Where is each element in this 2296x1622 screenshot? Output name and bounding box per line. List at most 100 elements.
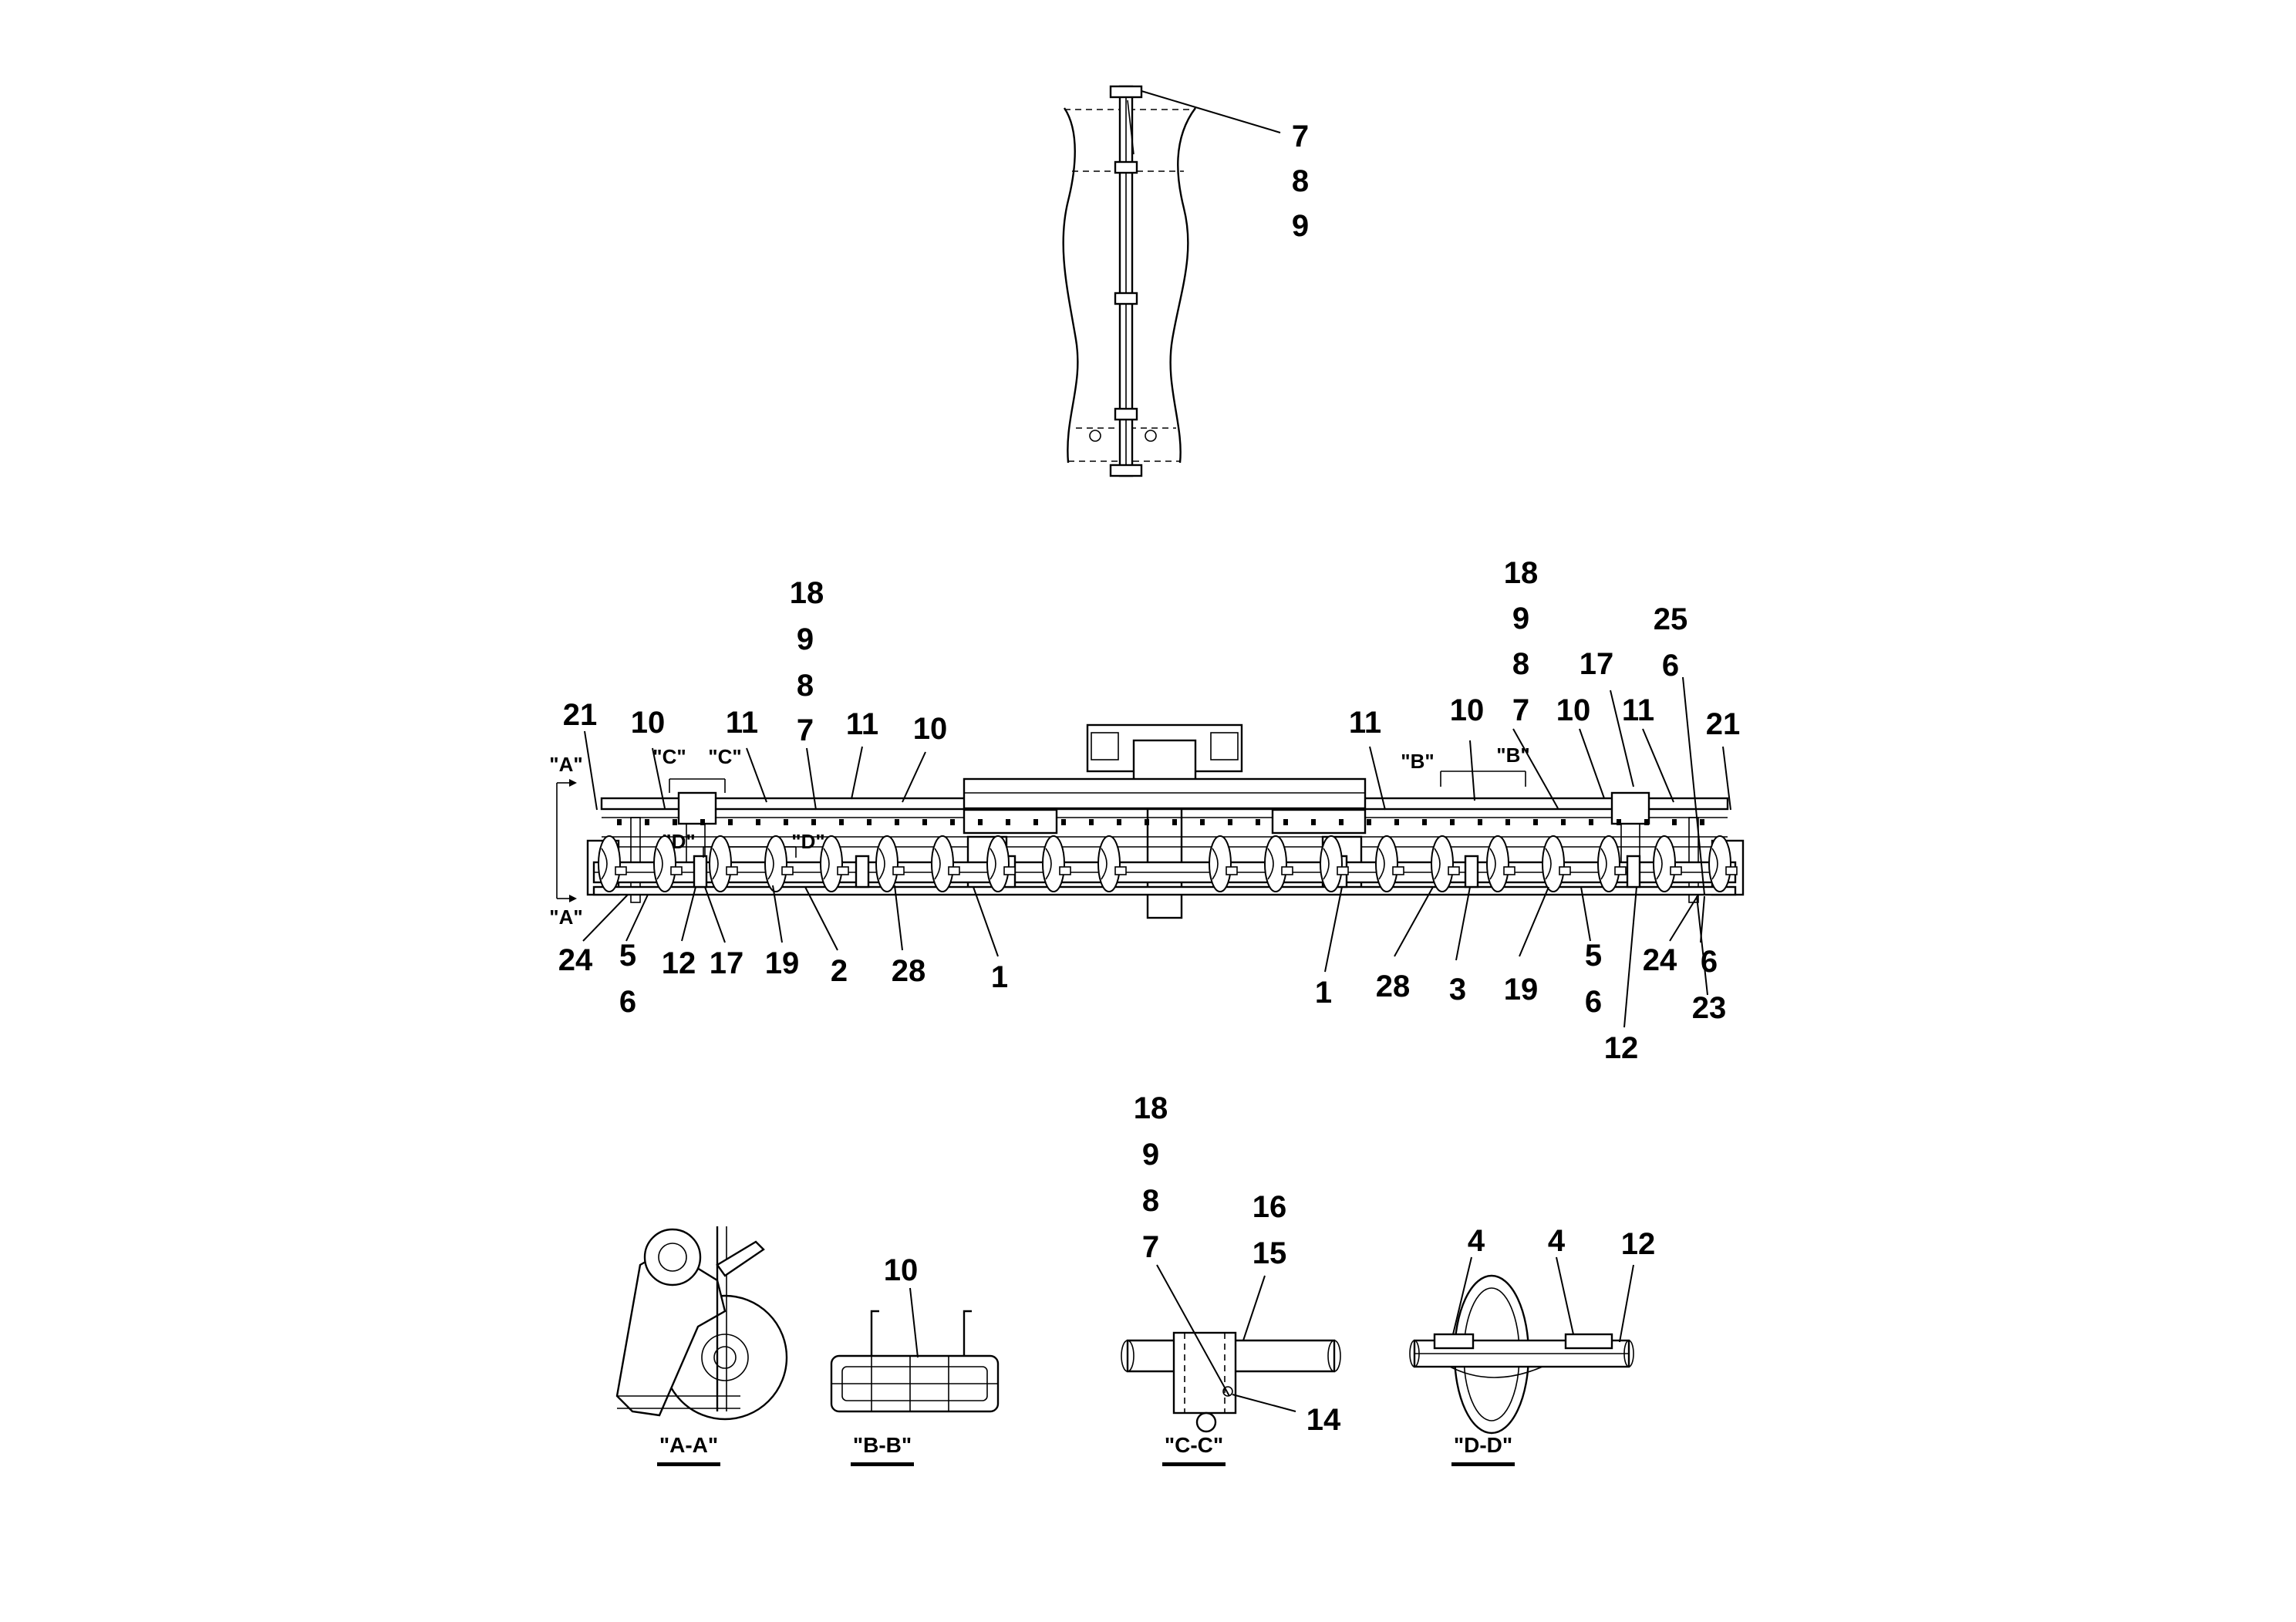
section-mark-c-right: "C" — [708, 745, 741, 768]
section-title-b-b: "B-B" — [853, 1433, 912, 1457]
frame-bolt — [700, 819, 705, 825]
callout-main-2: 2 — [831, 954, 848, 988]
tine-clamp — [1503, 866, 1515, 875]
rotor-tine-edge — [1045, 848, 1052, 880]
callout-main-5-left: 5 — [619, 939, 636, 973]
rotor-tine-edge — [1434, 848, 1441, 880]
rotor-tine-edge — [712, 848, 719, 880]
callout-cc-15: 15 — [1253, 1236, 1287, 1270]
frame-bolt — [1117, 819, 1121, 825]
frame-bolt — [978, 819, 983, 825]
frame-bolt — [1200, 819, 1205, 825]
rotor-tine-edge — [878, 848, 885, 880]
rotor-tine — [598, 835, 621, 892]
rotor-tine-edge — [1489, 848, 1496, 880]
frame-bolt — [839, 819, 844, 825]
section-view-d-d: 4 4 12 "D-D" — [1409, 1224, 1655, 1466]
callout-main-7-left: 7 — [797, 713, 814, 747]
rotor-tine — [986, 835, 1010, 892]
rotor-tine — [1708, 835, 1731, 892]
rotor-tine — [1597, 835, 1620, 892]
rotor-tine-edge — [1656, 848, 1663, 880]
callout-main-17-left: 17 — [710, 946, 744, 980]
tine-clamp — [670, 866, 683, 875]
rotor-tine — [931, 835, 954, 892]
callout-main-10-d: 10 — [1556, 693, 1591, 727]
callout-main-25: 25 — [1654, 602, 1688, 636]
callout-cc-8: 8 — [1142, 1184, 1159, 1218]
rotor-tine — [1097, 835, 1121, 892]
tine-clamp — [1725, 866, 1738, 875]
frame-bolt — [867, 819, 872, 825]
rotor-tine — [1264, 835, 1287, 892]
frame-bolt — [784, 819, 788, 825]
frame-bolt — [1700, 819, 1704, 825]
section-title-a-a: "A-A" — [659, 1433, 718, 1457]
frame-bolt — [1561, 819, 1566, 825]
frame-bolt — [1422, 819, 1427, 825]
rotor-tine — [1653, 835, 1676, 892]
frame-bolt — [1533, 819, 1538, 825]
tine-clamp — [1670, 866, 1682, 875]
callout-main-6-left: 6 — [619, 985, 636, 1019]
section-mark-b-right: "B" — [1496, 744, 1529, 767]
section-view-b-b: 10 "B-B" — [830, 1253, 1000, 1466]
callout-main-10-a: 10 — [631, 706, 666, 740]
frame-bolt — [617, 819, 622, 825]
callout-dd-4-left: 4 — [1468, 1224, 1485, 1258]
callout-main-9-right: 9 — [1512, 602, 1529, 636]
rotor-tine-edge — [990, 848, 996, 880]
rotor-tine — [653, 835, 676, 892]
frame-bolt — [1478, 819, 1482, 825]
callout-main-18-left: 18 — [790, 576, 824, 610]
callout-main-18-right: 18 — [1504, 556, 1539, 590]
rotor-tine-edge — [1545, 848, 1552, 880]
callout-top-8: 8 — [1292, 164, 1309, 198]
callout-main-10-b: 10 — [913, 712, 948, 746]
frame-bolt — [1644, 819, 1649, 825]
rotor-tine — [1375, 835, 1398, 892]
rotor-tine-edge — [656, 848, 663, 880]
tine-clamp — [1392, 866, 1404, 875]
rotor-tine-edge — [1267, 848, 1274, 880]
callout-main-3: 3 — [1449, 973, 1466, 1007]
frame-bolt — [1311, 819, 1316, 825]
callout-bb-10: 10 — [884, 1253, 919, 1287]
tine-clamp — [1226, 866, 1238, 875]
tine-clamp — [726, 866, 738, 875]
frame-bolt — [895, 819, 899, 825]
callout-cc-7: 7 — [1142, 1230, 1159, 1264]
top-detail-tube: 7 8 9 — [1062, 85, 1309, 477]
rotor-tine-edge — [1212, 848, 1219, 880]
rotor-tine-edge — [1711, 848, 1718, 880]
callout-main-21-left: 21 — [563, 698, 598, 732]
tine-clamp — [1059, 866, 1071, 875]
frame-bolt — [1145, 819, 1149, 825]
tine-clamp — [781, 866, 794, 875]
section-title-d-d: "D-D" — [1454, 1433, 1512, 1457]
tine-clamp — [1614, 866, 1627, 875]
frame-bolt — [950, 819, 955, 825]
rotor-tine-edge — [1378, 848, 1385, 880]
rotor-tine — [1486, 835, 1509, 892]
callout-main-19-right: 19 — [1504, 973, 1539, 1007]
frame-bolt — [1394, 819, 1399, 825]
callout-main-1-left: 1 — [991, 960, 1008, 994]
frame-bolt — [1033, 819, 1038, 825]
rotor-tine-edge — [1600, 848, 1607, 880]
rotor-tine-edge — [767, 848, 774, 880]
frame-bolt — [1006, 819, 1010, 825]
callout-main-19-left: 19 — [765, 946, 800, 980]
tine-clamp — [1448, 866, 1460, 875]
tine-clamp — [1114, 866, 1127, 875]
rotor-tine-edge — [823, 848, 830, 880]
tine-clamp — [1003, 866, 1016, 875]
frame-bolt — [1256, 819, 1260, 825]
callout-cc-18: 18 — [1134, 1091, 1168, 1125]
rotor-tine-edge — [1101, 848, 1108, 880]
frame-bolt — [728, 819, 733, 825]
callout-main-24-right: 24 — [1643, 943, 1677, 977]
callout-main-12-right: 12 — [1604, 1031, 1639, 1065]
callout-main-11-b: 11 — [846, 707, 878, 741]
